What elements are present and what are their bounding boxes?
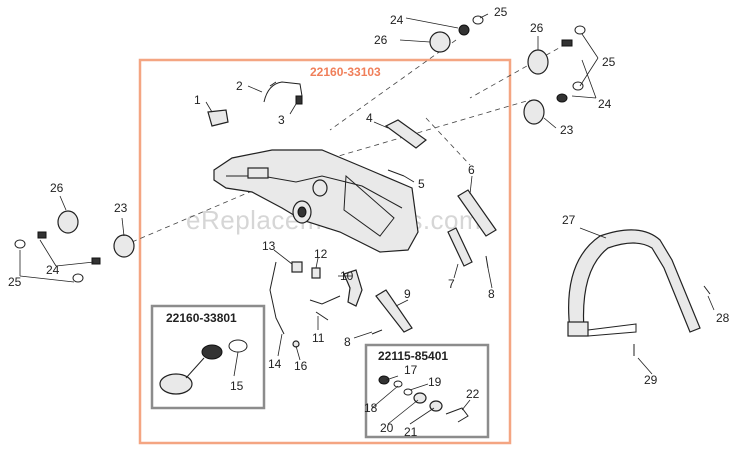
callout-13: 13 — [262, 239, 276, 253]
part-24-nut — [556, 93, 568, 103]
part-25-washer — [574, 25, 586, 35]
part-6-plate — [457, 189, 497, 237]
callout-26c: 26 — [50, 181, 64, 195]
part-22-hook — [445, 407, 469, 423]
part-25-washer — [472, 15, 484, 25]
callout-24c: 24 — [46, 263, 60, 277]
part-11-spring — [309, 295, 341, 321]
callout-19: 19 — [428, 375, 442, 389]
part-24-nut — [37, 231, 47, 239]
part-26-knob — [57, 210, 79, 234]
callout-8b: 8 — [344, 335, 351, 349]
callout-22: 22 — [466, 387, 480, 401]
callout-9: 9 — [404, 287, 411, 301]
callout-26: 26 — [374, 33, 388, 47]
part-13-fitting — [291, 261, 303, 273]
callout-15: 15 — [230, 379, 244, 393]
main-assembly-frame — [138, 58, 512, 445]
callout-14: 14 — [268, 357, 282, 371]
callout-26b: 26 — [530, 21, 544, 35]
part-26-knob — [429, 31, 451, 53]
part-15-filler-cap — [159, 373, 193, 395]
callout-25c: 25 — [8, 275, 22, 289]
part-10-lever — [343, 269, 363, 307]
callout-1: 1 — [194, 93, 201, 107]
part-25-washer — [14, 239, 26, 249]
part-2-wire — [263, 81, 303, 103]
callout-28: 28 — [716, 311, 730, 325]
callout-7: 7 — [448, 277, 455, 291]
handle-kit-frame — [364, 343, 490, 439]
callout-25b: 25 — [602, 55, 616, 69]
callout-12: 12 — [314, 247, 328, 261]
callout-24: 24 — [390, 13, 404, 27]
part-15-cord — [185, 357, 205, 379]
handle-kit-part-number: 22115-85401 — [378, 349, 448, 363]
part-8-screw — [371, 329, 383, 335]
part-4-guide — [384, 119, 427, 149]
assembly-line — [329, 39, 457, 131]
part-27-bracket-arm — [587, 323, 637, 337]
part-15-ring — [228, 339, 248, 353]
callout-10: 10 — [340, 269, 354, 283]
part-17-grommet — [378, 375, 390, 385]
callout-labels: 1 2 3 4 5 6 7 8 8 9 10 11 12 13 14 15 16… — [8, 5, 730, 439]
callout-17: 17 — [404, 363, 418, 377]
callout-16: 16 — [294, 359, 308, 373]
part-26-knob — [527, 49, 549, 75]
part-25-washer — [72, 273, 84, 283]
part-7-plate — [447, 227, 473, 267]
part-9-bar — [375, 289, 413, 333]
part-27-bracket — [567, 321, 589, 337]
part-19-washer — [403, 388, 413, 396]
callout-11: 11 — [312, 331, 325, 345]
callout-4: 4 — [366, 111, 373, 125]
part-8-screw — [485, 255, 489, 269]
part-14-hose — [269, 261, 285, 335]
part-24-nut — [458, 24, 470, 36]
callout-25: 25 — [494, 5, 508, 19]
part-15-strainer — [201, 344, 223, 360]
callout-24b: 24 — [598, 97, 612, 111]
callout-23: 23 — [560, 123, 574, 137]
chain-saw-housing — [213, 149, 419, 253]
assembly-line — [425, 117, 471, 166]
part-27-hand-guard — [568, 229, 701, 333]
part-5-bolt — [387, 169, 405, 177]
part-23-knob — [113, 234, 135, 258]
part-24-nut — [561, 39, 573, 47]
part-3-clip — [295, 95, 303, 105]
part-23-knob — [523, 99, 545, 125]
filler-cap-kit-part-number: 22160-33801 — [166, 311, 237, 325]
part-28-screw — [703, 285, 711, 295]
main-assembly-part-number: 22160-33103 — [310, 65, 381, 79]
part-12-fitting — [311, 267, 321, 279]
callout-18: 18 — [364, 401, 378, 415]
callout-23b: 23 — [114, 201, 128, 215]
callout-8: 8 — [488, 287, 495, 301]
assembly-line — [469, 43, 567, 99]
filler-cap-kit-frame — [150, 304, 266, 410]
part-18-washer — [393, 380, 403, 388]
callout-2: 2 — [236, 79, 243, 93]
callout-27: 27 — [562, 213, 576, 227]
leader-lines — [19, 13, 715, 425]
callout-20: 20 — [380, 421, 394, 435]
part-24-nut — [91, 257, 101, 265]
part-1-cover — [207, 109, 229, 127]
callout-5: 5 — [418, 177, 425, 191]
callout-6: 6 — [468, 163, 475, 177]
callout-21: 21 — [404, 425, 418, 439]
callout-3: 3 — [278, 113, 285, 127]
callout-29: 29 — [644, 373, 658, 387]
part-25-washer — [572, 81, 584, 91]
